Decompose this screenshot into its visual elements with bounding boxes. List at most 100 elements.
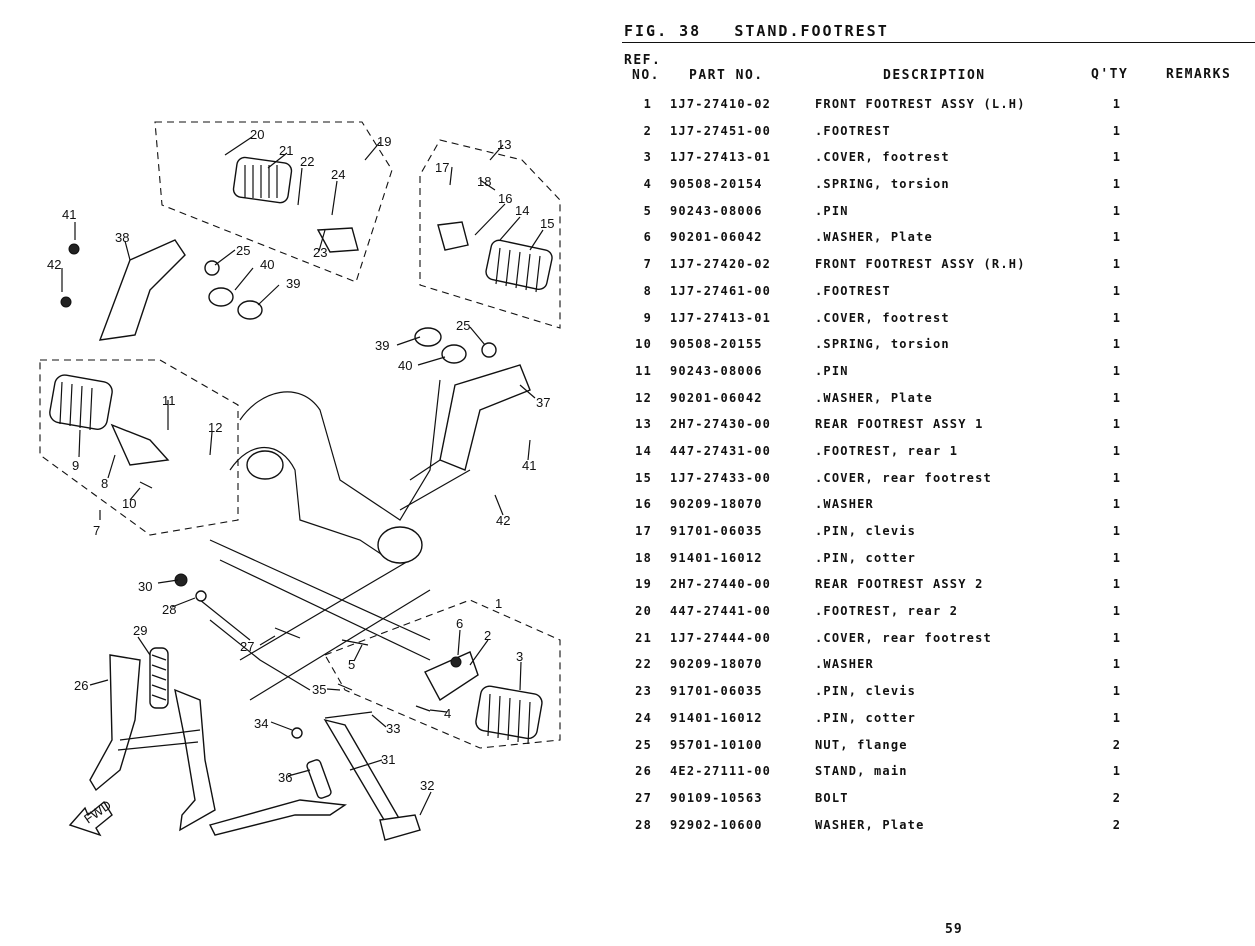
ref-number: 28 — [635, 817, 652, 832]
assembly-13-outline — [419, 139, 561, 329]
quantity: 1 — [1112, 150, 1122, 165]
part-number: 91701-06035 — [670, 684, 763, 699]
quantity: 1 — [1112, 497, 1122, 512]
brackets — [98, 221, 531, 702]
hardware — [60, 243, 497, 739]
ref-number: 16 — [635, 497, 652, 512]
ref-number: 7 — [643, 257, 652, 272]
footrest-21 — [232, 156, 293, 204]
page-number: 59 — [945, 922, 963, 937]
callout-32: 32 — [420, 778, 434, 793]
header-ref-line1: REF. — [624, 53, 662, 68]
quantity: 1 — [1112, 363, 1122, 378]
part-number: 2H7-27440-00 — [670, 577, 772, 592]
quantity: 1 — [1112, 657, 1122, 672]
footrest-9 — [49, 374, 113, 431]
callout-42-left: 42 — [47, 257, 61, 272]
quantity: 1 — [1112, 550, 1122, 565]
part-description: FRONT FOOTREST ASSY (R.H) — [815, 257, 1026, 272]
ref-number: 24 — [635, 710, 652, 725]
part-number: 90243-08006 — [670, 203, 763, 218]
ref-number: 9 — [643, 310, 652, 325]
ref-number: 18 — [635, 550, 652, 565]
table-row: 24 91401-16012 .PIN, cotter 1 — [622, 705, 1255, 732]
callout-31: 31 — [381, 752, 395, 767]
quantity: 2 — [1112, 817, 1122, 832]
part-description: .WASHER, Plate — [815, 230, 933, 245]
ref-number: 20 — [635, 604, 652, 619]
part-number: 1J7-27410-02 — [670, 97, 772, 111]
side-stand-31 — [306, 718, 421, 841]
callout-18: 18 — [477, 174, 491, 189]
callout-30: 30 — [138, 579, 152, 594]
ref-number: 2 — [643, 123, 652, 138]
ref-number: 21 — [635, 630, 652, 645]
quantity: 1 — [1112, 710, 1122, 725]
ref-number: 23 — [635, 684, 652, 699]
part-number: 90508-20154 — [670, 177, 763, 192]
ref-number: 3 — [643, 150, 652, 165]
callout-3: 3 — [516, 649, 523, 664]
fwd-arrow: FWD — [68, 797, 114, 837]
quantity: 1 — [1112, 97, 1122, 111]
callout-25-right: 25 — [456, 318, 470, 333]
part-number: 91401-16012 — [670, 710, 763, 725]
callout-38: 38 — [115, 230, 129, 245]
assembly-1-outline — [324, 599, 561, 749]
ref-number: 25 — [635, 737, 652, 752]
ref-number: 27 — [635, 790, 652, 805]
quantity: 1 — [1112, 203, 1122, 218]
part-description: .SPRING, torsion — [815, 337, 950, 352]
part-number: 91701-06035 — [670, 524, 763, 538]
part-description: .WASHER — [815, 657, 874, 672]
callout-24: 24 — [331, 167, 345, 182]
title-rule — [622, 42, 1255, 43]
quantity: 1 — [1112, 630, 1122, 645]
callout-8: 8 — [101, 476, 108, 491]
callout-6: 6 — [456, 616, 463, 631]
figure-title: FIG. 38 STAND.FOOTREST — [624, 22, 889, 40]
callout-41-right: 41 — [522, 458, 536, 473]
ref-number: 4 — [643, 177, 652, 192]
assembly-19-outline — [154, 121, 393, 283]
part-number: 90109-10563 — [670, 790, 763, 805]
part-description: FRONT FOOTREST ASSY (L.H) — [815, 97, 1026, 111]
part-description: .PIN, cotter — [815, 710, 917, 725]
part-number: 92902-10600 — [670, 817, 763, 832]
ref-number: 19 — [635, 577, 652, 592]
part-number: 90201-06042 — [670, 390, 763, 405]
callout-33: 33 — [386, 721, 400, 736]
ref-number: 22 — [635, 657, 652, 672]
part-description: .WASHER, Plate — [815, 390, 933, 405]
callout-4: 4 — [444, 706, 451, 721]
ref-number: 15 — [635, 470, 652, 485]
ref-number: 11 — [635, 363, 652, 378]
callout-39-upper: 39 — [286, 276, 300, 291]
header-remarks: REMARKS — [1166, 67, 1232, 82]
ref-number: 26 — [635, 764, 652, 779]
callout-40-upper: 40 — [260, 257, 274, 272]
part-description: .SPRING, torsion — [815, 177, 950, 192]
callout-25-upper: 25 — [236, 243, 250, 258]
quantity: 1 — [1112, 443, 1122, 458]
callout-16: 16 — [498, 191, 512, 206]
callout-29: 29 — [133, 623, 147, 638]
main-stand-26 — [89, 647, 347, 836]
footrest-3 — [475, 685, 543, 745]
part-number: 1J7-27413-01 — [670, 310, 772, 325]
quantity: 1 — [1112, 524, 1122, 538]
